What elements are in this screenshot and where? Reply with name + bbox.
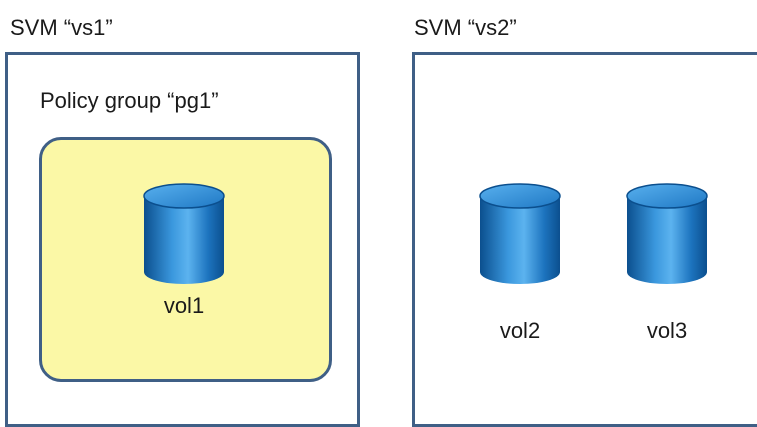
svm-vs2-box: vol2 vol3 bbox=[412, 52, 757, 427]
volume-vol1 bbox=[142, 182, 226, 286]
volume-cylinder-icon bbox=[143, 183, 225, 284]
svm-vs1-box: Policy group “pg1” vol1 bbox=[5, 52, 360, 427]
volume-vol2-label: vol2 bbox=[499, 318, 541, 343]
volume-vol3 bbox=[625, 182, 709, 286]
volume-cylinder-icon bbox=[626, 183, 708, 284]
policy-group-pg1-label: Policy group “pg1” bbox=[40, 88, 219, 113]
volume-vol3-label: vol3 bbox=[646, 318, 688, 343]
policy-group-pg1-box: vol1 bbox=[39, 137, 332, 382]
svm-vs1-label: SVM “vs1” bbox=[10, 15, 113, 40]
svm-vs2-label: SVM “vs2” bbox=[414, 15, 517, 40]
volume-vol1-label: vol1 bbox=[163, 293, 205, 318]
volume-cylinder-icon bbox=[479, 183, 561, 284]
volume-vol2 bbox=[478, 182, 562, 286]
